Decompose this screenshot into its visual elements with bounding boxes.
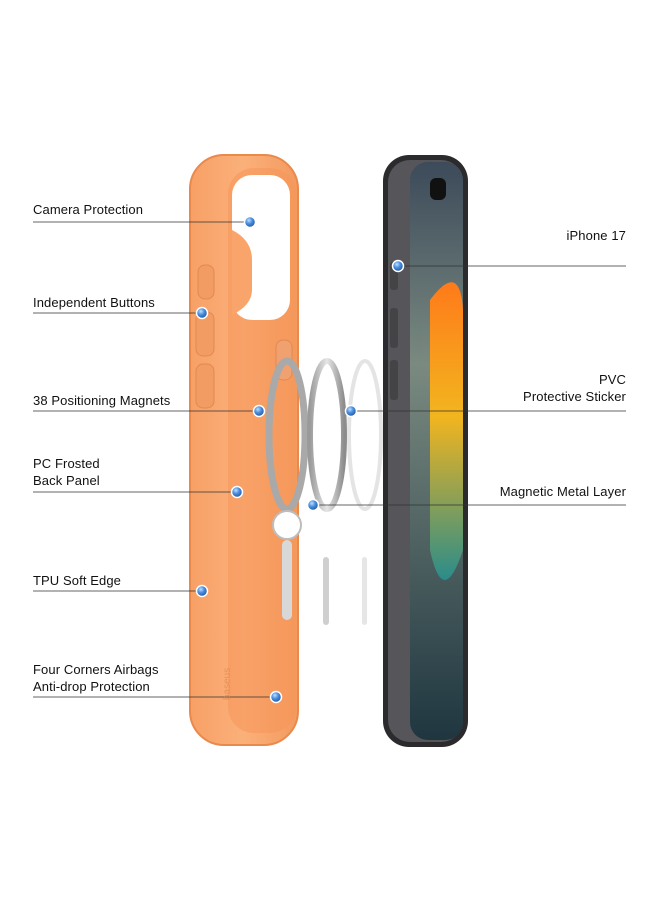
label-line: PVC bbox=[598, 372, 626, 387]
label-line: Protective Sticker bbox=[523, 389, 626, 404]
label-line: Magnetic Metal Layer bbox=[499, 484, 626, 499]
marker-back-panel bbox=[230, 485, 244, 499]
label-iphone-17: iPhone 17 bbox=[567, 227, 626, 244]
magnetic-metal-ring bbox=[307, 358, 347, 625]
label-line: iPhone 17 bbox=[566, 228, 626, 243]
marker-iphone-17 bbox=[391, 259, 405, 273]
label-line: 38 Positioning Magnets bbox=[33, 393, 171, 408]
label-independent-buttons: Independent Buttons bbox=[33, 294, 155, 311]
phone-case bbox=[189, 154, 299, 746]
marker-four-corners-airbags bbox=[269, 690, 283, 704]
pvc-sticker-ring bbox=[347, 359, 383, 625]
label-magnetic-metal-layer: Magnetic Metal Layer bbox=[500, 483, 626, 500]
brand-watermark: baseus bbox=[222, 668, 233, 700]
marker-pvc-sticker bbox=[344, 404, 358, 418]
leader-lines bbox=[33, 221, 626, 698]
marker-positioning-magnets bbox=[252, 404, 266, 418]
marker-independent-buttons bbox=[195, 306, 209, 320]
label-positioning-magnets: 38 Positioning Magnets bbox=[33, 392, 170, 409]
label-camera-protection: Camera Protection bbox=[33, 201, 143, 218]
marker-magnetic-metal-layer bbox=[306, 498, 320, 512]
magnet-ring bbox=[265, 357, 309, 620]
label-line: PC Frosted bbox=[33, 456, 100, 471]
label-line: Anti-drop Protection bbox=[33, 679, 150, 694]
callout-markers bbox=[195, 215, 405, 704]
marker-tpu-soft-edge bbox=[195, 584, 209, 598]
label-line: Back Panel bbox=[33, 473, 100, 488]
marker-camera-protection bbox=[243, 215, 257, 229]
label-line: Four Corners Airbags bbox=[33, 662, 159, 677]
iphone-illustration bbox=[383, 155, 468, 747]
label-line: Camera Protection bbox=[33, 202, 144, 217]
label-line: Independent Buttons bbox=[33, 295, 155, 310]
label-line: TPU Soft Edge bbox=[33, 573, 122, 588]
label-pc-frosted-back-panel: PC Frosted Back Panel bbox=[33, 455, 100, 489]
label-pvc-protective-sticker: PVC Protective Sticker bbox=[523, 371, 626, 405]
label-tpu-soft-edge: TPU Soft Edge bbox=[33, 572, 121, 589]
label-four-corners-airbags: Four Corners Airbags Anti-drop Protectio… bbox=[33, 661, 159, 695]
